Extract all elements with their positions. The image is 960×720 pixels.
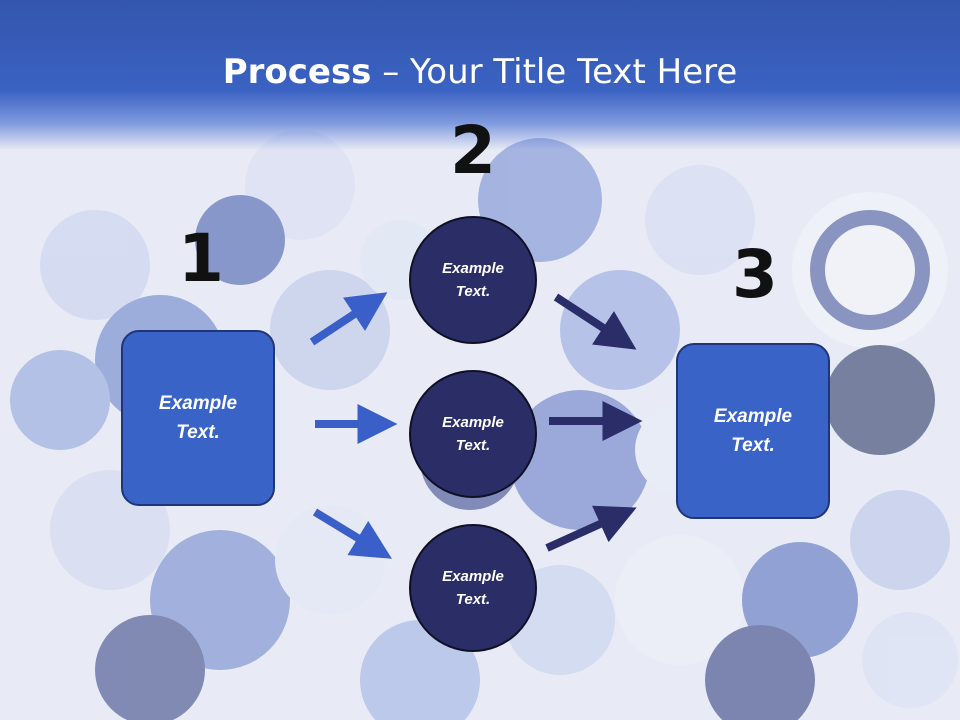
middle-circle-bottom[interactable]: Example Text. xyxy=(409,524,537,652)
title-rest: – Your Title Text Here xyxy=(371,52,738,92)
left-box-text: Example Text. xyxy=(158,393,238,443)
middle-circle-center[interactable]: Example Text. xyxy=(409,370,537,498)
step-number-3: 3 xyxy=(732,236,778,313)
arrow-bottom-to-right xyxy=(545,505,637,552)
right-box-text: Example Text. xyxy=(713,406,793,456)
title-bar xyxy=(0,0,960,150)
step-number-1: 1 xyxy=(178,220,224,297)
middle-circle-bottom-text: Example Text. xyxy=(442,568,504,608)
slide-title: Process – Your Title Text Here xyxy=(0,52,960,92)
middle-circle-top[interactable]: Example Text. xyxy=(409,216,537,344)
arrow-top-to-right xyxy=(553,293,637,350)
title-bold: Process xyxy=(222,52,372,92)
middle-circle-center-text: Example Text. xyxy=(442,414,504,454)
middle-circle-top-text: Example Text. xyxy=(442,260,504,300)
left-step-box[interactable]: Example Text. xyxy=(121,330,275,506)
arrow-left-to-top xyxy=(309,292,388,346)
right-step-box[interactable]: Example Text. xyxy=(676,343,830,519)
step-number-2: 2 xyxy=(450,112,496,189)
arrow-left-to-bottom xyxy=(312,508,392,559)
